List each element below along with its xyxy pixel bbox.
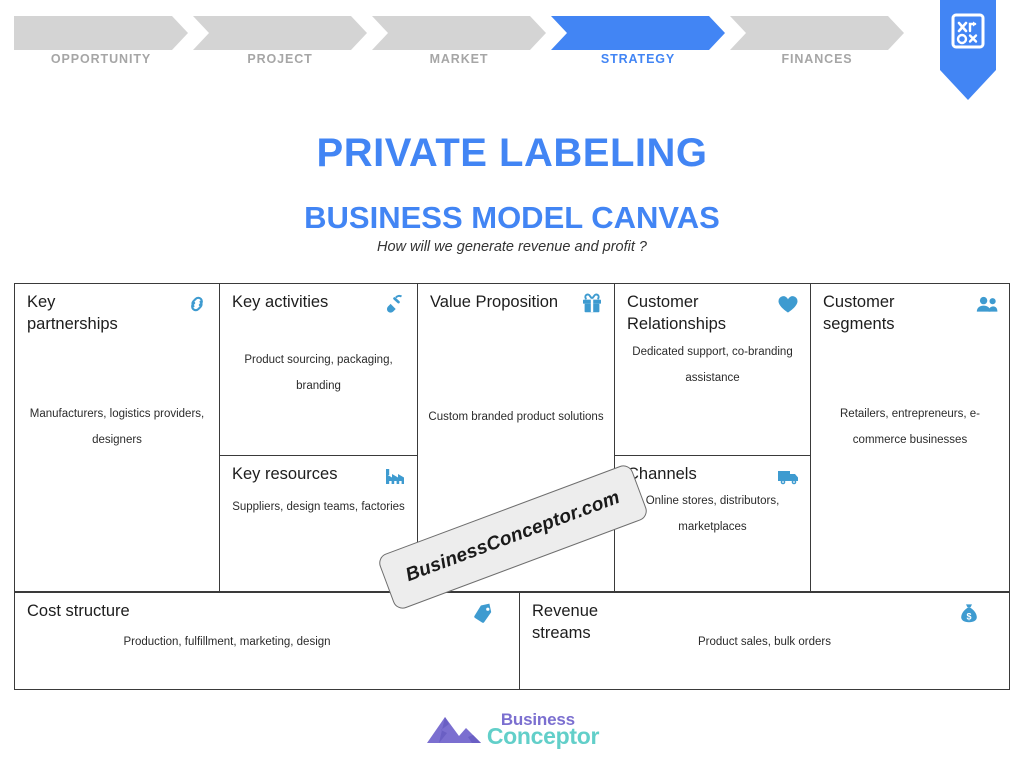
nav-step-label: OPPORTUNITY xyxy=(50,52,152,66)
chevron-shape-icon xyxy=(193,16,367,50)
nav-step-label: FINANCES xyxy=(781,52,853,66)
cell-title: Key activities xyxy=(232,293,329,311)
nav-step-market[interactable]: MARKET xyxy=(372,16,546,66)
cell-channels[interactable]: Channels Online stores, distributors, ma… xyxy=(614,455,811,592)
money-bag-icon: $ xyxy=(957,602,981,624)
logo-word-conceptor: Conceptor xyxy=(486,722,600,749)
cell-title: Value Proposition xyxy=(430,293,559,311)
factory-icon xyxy=(383,465,407,487)
cell-body: Retailers, entrepreneurs, e-commerce bus… xyxy=(840,408,980,446)
cell-title: Customer Relationships xyxy=(627,293,727,333)
chevron-shape-icon xyxy=(14,16,188,50)
cell-revenue-streams[interactable]: Revenue streams $ Product sales, bulk or… xyxy=(519,592,1010,690)
cell-body: Production, fulfillment, marketing, desi… xyxy=(123,636,331,648)
cell-key-partnerships[interactable]: Key partnerships Manufacturers, logistic… xyxy=(14,283,220,592)
business-model-canvas-grid: Key partnerships Manufacturers, logistic… xyxy=(14,283,1010,690)
cell-body: Product sourcing, packaging, branding xyxy=(244,354,393,392)
cell-customer-segments[interactable]: Customer segments Retailers, entrepreneu… xyxy=(810,283,1010,592)
nav-step-label: STRATEGY xyxy=(600,52,676,66)
svg-text:$: $ xyxy=(966,612,971,622)
logo-wordmark: Business Conceptor xyxy=(486,709,600,749)
gift-icon xyxy=(580,293,604,315)
users-icon xyxy=(975,293,999,315)
cell-body: Online stores, distributors, marketplace… xyxy=(645,495,780,533)
cell-body: Product sales, bulk orders xyxy=(698,636,831,648)
chain-link-icon xyxy=(185,293,209,315)
logo-word-business: Business xyxy=(500,709,575,729)
cell-body: Custom branded product solutions xyxy=(428,411,604,423)
price-tag-icon xyxy=(471,602,495,624)
cell-title: Channels xyxy=(627,465,697,483)
truck-icon xyxy=(776,465,800,487)
nav-step-project[interactable]: PROJECT xyxy=(193,16,367,66)
nav-step-label: MARKET xyxy=(429,52,489,66)
cell-key-resources[interactable]: Key resources Suppliers, design teams, f… xyxy=(219,455,418,592)
chevron-shape-icon xyxy=(551,16,725,50)
strategy-playbook-icon xyxy=(940,0,996,100)
cell-title: Cost structure xyxy=(27,602,130,620)
cell-title: Key resources xyxy=(232,465,338,483)
nav-step-opportunity[interactable]: OPPORTUNITY xyxy=(14,16,188,66)
nav-step-finances[interactable]: FINANCES xyxy=(730,16,904,66)
process-navigation: OPPORTUNITY PROJECT MARKET STRATEGY xyxy=(0,0,1024,100)
process-steps: OPPORTUNITY PROJECT MARKET STRATEGY xyxy=(14,16,904,66)
cell-title: Key partnerships xyxy=(27,293,118,333)
nav-step-strategy[interactable]: STRATEGY xyxy=(551,16,725,66)
footer-logo: Business Conceptor xyxy=(0,706,1024,752)
shovel-icon xyxy=(383,293,407,315)
cell-title: Revenue streams xyxy=(532,602,599,642)
cell-body: Suppliers, design teams, factories xyxy=(232,501,405,513)
cell-body: Dedicated support, co-branding assistanc… xyxy=(632,346,793,384)
mountains-icon xyxy=(426,717,481,743)
chevron-shape-icon xyxy=(730,16,904,50)
strategy-badge-ribbon xyxy=(940,0,996,100)
page-title: PRIVATE LABELING xyxy=(316,131,708,175)
cell-customer-relationships[interactable]: Customer Relationships Dedicated support… xyxy=(614,283,811,456)
cell-body: Manufacturers, logistics providers, desi… xyxy=(29,408,205,446)
heart-icon xyxy=(776,293,800,315)
nav-step-label: PROJECT xyxy=(247,52,313,66)
page-subtitle: BUSINESS MODEL CANVAS xyxy=(304,200,720,235)
cell-cost-structure[interactable]: Cost structure Production, fulfillment, … xyxy=(14,592,520,690)
chevron-shape-icon xyxy=(372,16,546,50)
page-question: How will we generate revenue and profit … xyxy=(376,239,647,255)
cell-key-activities[interactable]: Key activities Product sourcing, packagi… xyxy=(219,283,418,456)
cell-title: Customer segments xyxy=(823,293,895,333)
